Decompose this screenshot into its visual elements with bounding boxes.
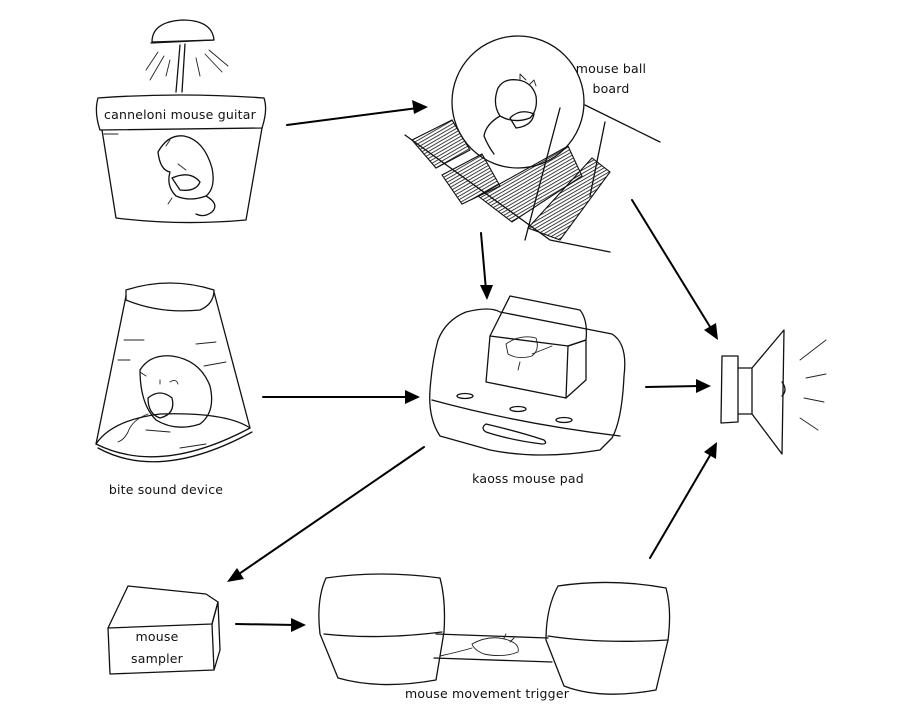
- mouse-icon: [505, 336, 553, 371]
- node-kaoss-mouse-pad: kaoss mouse pad: [429, 295, 626, 486]
- node-label: kaoss mouse pad: [472, 471, 584, 486]
- node-label-line-2: sampler: [131, 651, 184, 666]
- node-label-line-1: mouse: [136, 629, 179, 644]
- node-mouse-ball-board: mouse ball board: [404, 35, 661, 253]
- pad-base-icon: [429, 308, 626, 456]
- mouse-icon: [157, 135, 216, 217]
- pad-box-icon: [485, 295, 588, 399]
- node-label-line-2: board: [592, 81, 629, 96]
- arrow-ballboard-to-kaoss: [480, 232, 493, 300]
- node-label: canneloni mouse guitar: [104, 107, 257, 122]
- node-label-line-1: mouse ball: [576, 61, 646, 76]
- arrow-sampler-to-trigger: [235, 618, 306, 632]
- node-canneloni-mouse-guitar: canneloni mouse guitar: [95, 19, 267, 224]
- arrow-trigger-to-speaker: [649, 442, 717, 559]
- flowerpot-icon: [95, 94, 267, 224]
- node-mouse-movement-trigger: mouse movement trigger: [318, 573, 671, 701]
- lamp-icon: [145, 19, 229, 93]
- cup-dome-icon: [95, 282, 253, 463]
- node-speaker: [720, 329, 827, 455]
- sampler-box-icon: [107, 585, 221, 675]
- tunnel-icon: [433, 633, 553, 663]
- node-label: mouse movement trigger: [405, 686, 570, 701]
- hamster-icon: [117, 355, 213, 443]
- node-label: bite sound device: [109, 482, 223, 497]
- hamster-ball-icon: [451, 35, 585, 169]
- left-block-icon: [318, 573, 446, 686]
- arrow-canneloni-to-ballboard: [286, 100, 428, 126]
- arrow-bite-to-kaoss: [262, 390, 420, 404]
- node-bite-sound-device: bite sound device: [95, 282, 253, 497]
- node-mouse-sampler: mouse sampler: [107, 585, 221, 675]
- mouse-icon: [439, 633, 519, 657]
- arrow-kaoss-to-speaker: [645, 379, 711, 393]
- right-block-icon: [545, 581, 671, 695]
- arrow-ballboard-to-speaker: [631, 199, 718, 340]
- speaker-icon: [720, 329, 827, 455]
- arrow-kaoss-to-sampler: [227, 446, 425, 582]
- board-icon: [404, 104, 661, 253]
